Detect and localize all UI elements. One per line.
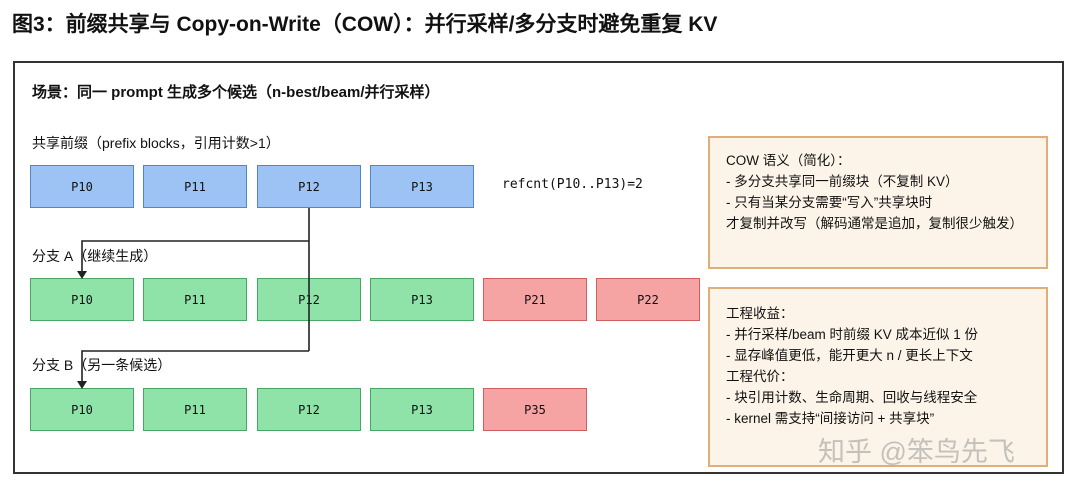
note-line: - 只有当某分支需要“写入”共享块时 (726, 195, 933, 210)
refcount-label: refcnt(P10..P13)=2 (502, 177, 643, 192)
note-line: - 多分支共享同一前缀块（不复制 KV） (726, 174, 959, 189)
branch-b-new-block: P35 (483, 388, 587, 431)
note-line: 工程收益： (726, 306, 794, 321)
branch-a-block: P13 (370, 278, 474, 321)
engineering-note: 工程收益： - 并行采样/beam 时前缀 KV 成本近似 1 份 - 显存峰值… (708, 287, 1048, 467)
shared-prefix-label: 共享前缀（prefix blocks，引用计数>1） (32, 135, 280, 151)
branch-b-block: P13 (370, 388, 474, 431)
note-line: - 显存峰值更低，能开更大 n / 更长上下文 (726, 348, 973, 363)
arrow-head-b (77, 381, 87, 389)
branch-a-label: 分支 A（继续生成） (32, 248, 158, 264)
note-line: - 并行采样/beam 时前缀 KV 成本近似 1 份 (726, 327, 979, 342)
arrow-head-a (77, 271, 87, 279)
branch-b-label: 分支 B（另一条候选） (32, 357, 172, 373)
cow-semantics-note: COW 语义（简化）： - 多分支共享同一前缀块（不复制 KV） - 只有当某分… (708, 136, 1048, 269)
note-line: - kernel 需支持“间接访问 + 共享块” (726, 411, 935, 426)
shared-block: P10 (30, 165, 134, 208)
note-line: 工程代价： (726, 369, 794, 384)
shared-block: P13 (370, 165, 474, 208)
note-line: COW 语义（简化）： (726, 153, 851, 168)
branch-a-block: P11 (143, 278, 247, 321)
branch-a-block: P10 (30, 278, 134, 321)
shared-block: P12 (257, 165, 361, 208)
branch-b-block: P11 (143, 388, 247, 431)
shared-block: P11 (143, 165, 247, 208)
watermark: 知乎 @笨鸟先飞 (818, 437, 1015, 467)
figure-title: 图3：前缀共享与 Copy-on-Write（COW）：并行采样/多分支时避免重… (12, 13, 718, 36)
scene-heading: 场景：同一 prompt 生成多个候选（n-best/beam/并行采样） (32, 84, 440, 101)
note-line: 才复制并改写（解码通常是追加，复制很少触发） (726, 216, 1023, 231)
branch-connector (81, 208, 310, 382)
branch-a-new-block: P22 (596, 278, 700, 321)
branch-a-new-block: P21 (483, 278, 587, 321)
branch-b-block: P12 (257, 388, 361, 431)
diagram-frame (13, 61, 1064, 474)
note-line: - 块引用计数、生命周期、回收与线程安全 (726, 390, 978, 405)
